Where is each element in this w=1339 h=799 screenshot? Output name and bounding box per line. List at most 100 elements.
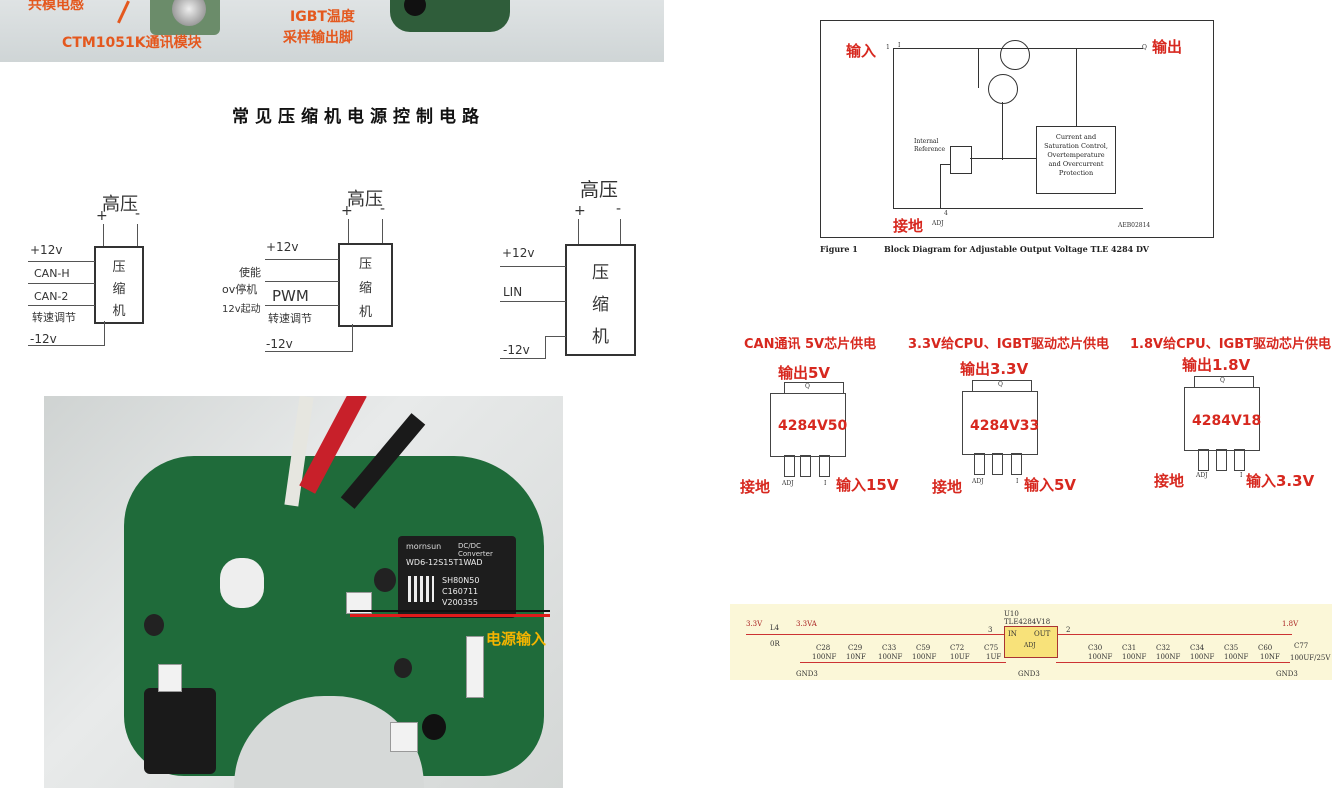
chip-ground-label: 接地	[932, 478, 963, 496]
top-photo: 共模电感 CTM1051K通讯模块 IGBT温度 采样输出脚	[0, 0, 664, 62]
cap-value: 100NF	[1224, 653, 1249, 661]
cap-ref: C77	[1294, 642, 1309, 650]
pin-label: -12v	[503, 343, 530, 357]
schematic-rail	[746, 634, 1006, 635]
pcb-photo: mornsun DC/DC Converter WD6-12S15T1WAD S…	[44, 396, 563, 788]
chip-pin-adj: ADJ	[782, 480, 794, 487]
wire	[970, 158, 1036, 159]
wire	[940, 164, 950, 165]
wire	[137, 224, 138, 247]
chip-part: 4284V18	[1192, 413, 1262, 429]
module-brand: mornsun	[406, 542, 442, 551]
error-amplifier	[950, 146, 972, 174]
pin-out-label: Q	[1142, 44, 1147, 51]
thermal-paste	[220, 558, 264, 608]
photo-label-igbt: IGBT温度	[290, 9, 355, 25]
chip-pin-i: I	[1240, 472, 1243, 479]
cap-ref: C31	[1122, 644, 1137, 652]
pin-label: -12v	[266, 337, 293, 351]
chip-lead	[819, 455, 830, 477]
wire	[265, 259, 339, 260]
ic-part: TLE4284V18	[1004, 618, 1051, 626]
chip-input-label: 输入5V	[1024, 476, 1077, 494]
gnd-label: GND3	[1018, 670, 1040, 678]
wire	[265, 305, 339, 306]
vin-label: 3.3V	[746, 620, 763, 628]
gnd-label: GND3	[796, 670, 818, 678]
box-char: 缩	[358, 281, 372, 296]
wire	[352, 324, 353, 351]
minus-label: -	[616, 201, 622, 217]
ic-pin-2: 2	[1066, 626, 1071, 634]
pin-in-label: I	[898, 42, 901, 49]
wire	[500, 266, 566, 267]
photo-label-choke: 共模电感	[28, 0, 84, 13]
box-char: 机	[112, 304, 126, 319]
connector	[346, 592, 372, 614]
chip-output-label: 输出3.3V	[960, 360, 1029, 378]
protection-text: Current and Saturation Control, Overtemp…	[1044, 133, 1108, 177]
chip-lead	[1011, 453, 1022, 475]
cap-ref: C33	[882, 644, 897, 652]
cap-value: 100NF	[1088, 653, 1113, 661]
connector	[390, 722, 418, 752]
chip-input-label: 输入3.3V	[1246, 472, 1315, 490]
chip-lead	[800, 455, 811, 477]
minus-label: -	[135, 206, 141, 222]
cap-ref: C75	[984, 644, 999, 652]
input-label: 输入	[846, 42, 877, 60]
wire	[500, 358, 546, 359]
cap-ref: C32	[1156, 644, 1171, 652]
ic-ref: U10	[1004, 610, 1019, 618]
cap-value: 100NF	[878, 653, 903, 661]
wire	[578, 219, 579, 245]
power-input-line-red	[350, 614, 550, 617]
module-type: DC/DC Converter	[458, 542, 493, 558]
wire	[28, 283, 95, 284]
minus-label: -	[380, 201, 386, 217]
arrow-icon	[117, 0, 130, 24]
pin-label: -12v	[30, 332, 57, 346]
block-diagram-frame	[820, 20, 1214, 238]
ic-adj-pin: ADJ	[1024, 642, 1036, 649]
pin-label: PWM	[272, 287, 309, 305]
connector	[158, 664, 182, 692]
chip-pin-i: I	[824, 480, 827, 487]
cap-value: 10UF	[950, 653, 970, 661]
wire	[265, 351, 353, 352]
module-code: C160711	[442, 587, 479, 596]
chip-pin-i: I	[1016, 478, 1019, 485]
dcdc-module: mornsun DC/DC Converter WD6-12S15T1WAD S…	[398, 536, 516, 618]
box-char: 缩	[112, 282, 126, 297]
vout-label: 1.8V	[1282, 620, 1299, 628]
transistor-icon	[1000, 40, 1030, 70]
chip-package	[1184, 387, 1260, 451]
wire	[265, 281, 339, 282]
transistor-icon	[988, 74, 1018, 104]
ic-pin-3: 3	[988, 626, 993, 634]
chip-lead	[1234, 449, 1245, 471]
chip-lead	[974, 453, 985, 475]
wire	[28, 305, 95, 306]
compressor-box: 压 缩 机	[94, 246, 144, 324]
vin2-label: 3.3VA	[796, 620, 817, 628]
wire	[28, 261, 95, 262]
chip-package	[770, 393, 846, 457]
ground-label: 接地	[893, 217, 924, 235]
chip-ground-label: 接地	[740, 478, 771, 496]
figure-caption: Block Diagram for Adjustable Output Volt…	[884, 244, 1149, 254]
cap-ref: C60	[1258, 644, 1273, 652]
wire	[893, 48, 894, 208]
wire	[104, 321, 105, 345]
chip-pin-q: Q	[805, 383, 810, 390]
pin-num-in: 1	[886, 44, 890, 51]
wire	[348, 219, 349, 244]
chip-pin-q: Q	[1220, 377, 1225, 384]
chip-output-label: 输出5V	[778, 364, 831, 382]
inductor-ref: L4	[770, 624, 780, 632]
photo-label-module: CTM1051K通讯模块	[62, 35, 202, 51]
wire	[103, 224, 104, 247]
cap-value: 10NF	[1260, 653, 1280, 661]
wire	[500, 301, 566, 302]
wire	[382, 219, 383, 244]
